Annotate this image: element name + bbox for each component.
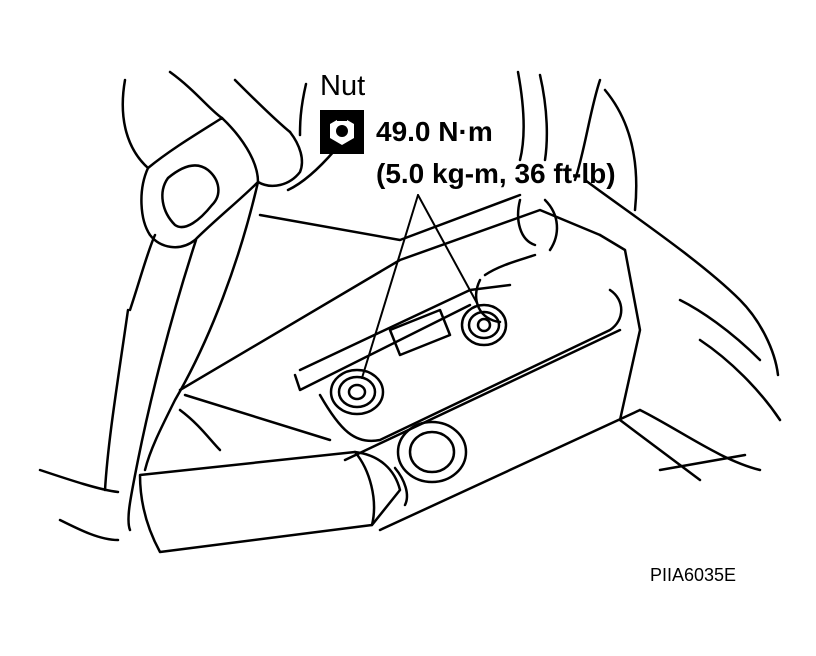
seat-belt-buckle (138, 450, 409, 554)
anchor-bolts (329, 303, 508, 484)
nut-label: Nut (320, 70, 366, 102)
left-bolt (329, 368, 385, 416)
seat-frame-lines (38, 70, 782, 542)
seat-rail-bracket (178, 193, 642, 532)
lap-belt-webbing (103, 180, 260, 532)
torque-wrench-icon (320, 110, 364, 154)
pivot-bolt (396, 420, 468, 484)
torque-value-alt-units: (5.0 kg-m, 36 ft-lb) (376, 158, 616, 189)
torque-value-nm: 49.0 N·m (376, 116, 493, 147)
belt-tongue-plate (128, 116, 260, 312)
figure-code: PIIA6035E (650, 565, 737, 585)
leader-lines (361, 194, 479, 379)
right-bolt (460, 303, 508, 347)
upper-belt-webbing (121, 70, 337, 192)
